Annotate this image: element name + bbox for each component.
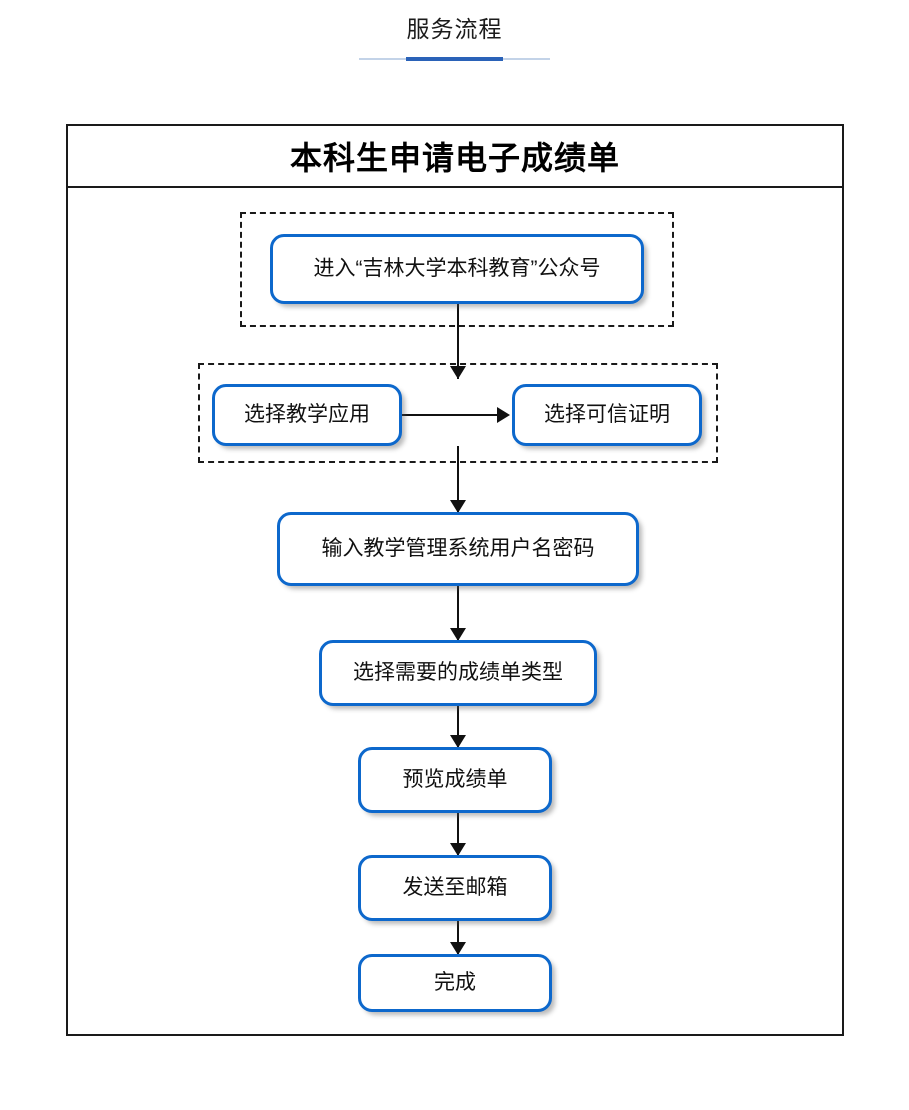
flow-node-enter-account[interactable]: 进入“吉林大学本科教育”公众号 — [270, 234, 644, 304]
connector-navigation-to-login — [457, 446, 459, 518]
flow-node-done[interactable]: 完成 — [358, 954, 552, 1012]
connector-teaching-app-to-trusted-cert — [402, 414, 502, 416]
flow-node-trusted-cert[interactable]: 选择可信证明 — [512, 384, 702, 446]
flowchart-frame: 本科生申请电子成绩单 进入“吉林大学本科教育”公众号 选择教学应用 选择可信证明… — [66, 124, 844, 1036]
header-divider-accent — [406, 57, 503, 61]
arrow-down-icon — [450, 628, 466, 641]
connector-preview-to-send-mail — [457, 813, 459, 863]
flow-node-login[interactable]: 输入教学管理系统用户名密码 — [277, 512, 639, 586]
page-header: 服务流程 — [0, 0, 909, 80]
arrow-down-icon — [450, 843, 466, 856]
arrow-down-icon — [450, 500, 466, 513]
flow-node-select-type[interactable]: 选择需要的成绩单类型 — [319, 640, 597, 706]
connector-entry-to-navigation — [457, 304, 459, 379]
arrow-down-icon — [450, 942, 466, 955]
connector-login-to-select-type — [457, 586, 459, 644]
arrow-right-icon — [497, 407, 510, 423]
arrow-down-icon — [450, 366, 466, 379]
flowchart-canvas: 进入“吉林大学本科教育”公众号 选择教学应用 选择可信证明 输入教学管理系统用户… — [68, 188, 842, 1034]
page-title: 服务流程 — [406, 16, 503, 42]
connector-select-type-to-preview — [457, 706, 459, 756]
arrow-down-icon — [450, 735, 466, 748]
flow-node-preview[interactable]: 预览成绩单 — [358, 747, 552, 813]
flow-node-send-mail[interactable]: 发送至邮箱 — [358, 855, 552, 921]
flowchart-title-row: 本科生申请电子成绩单 — [68, 126, 842, 188]
flow-node-teaching-app[interactable]: 选择教学应用 — [212, 384, 402, 446]
flowchart-title: 本科生申请电子成绩单 — [289, 140, 620, 176]
